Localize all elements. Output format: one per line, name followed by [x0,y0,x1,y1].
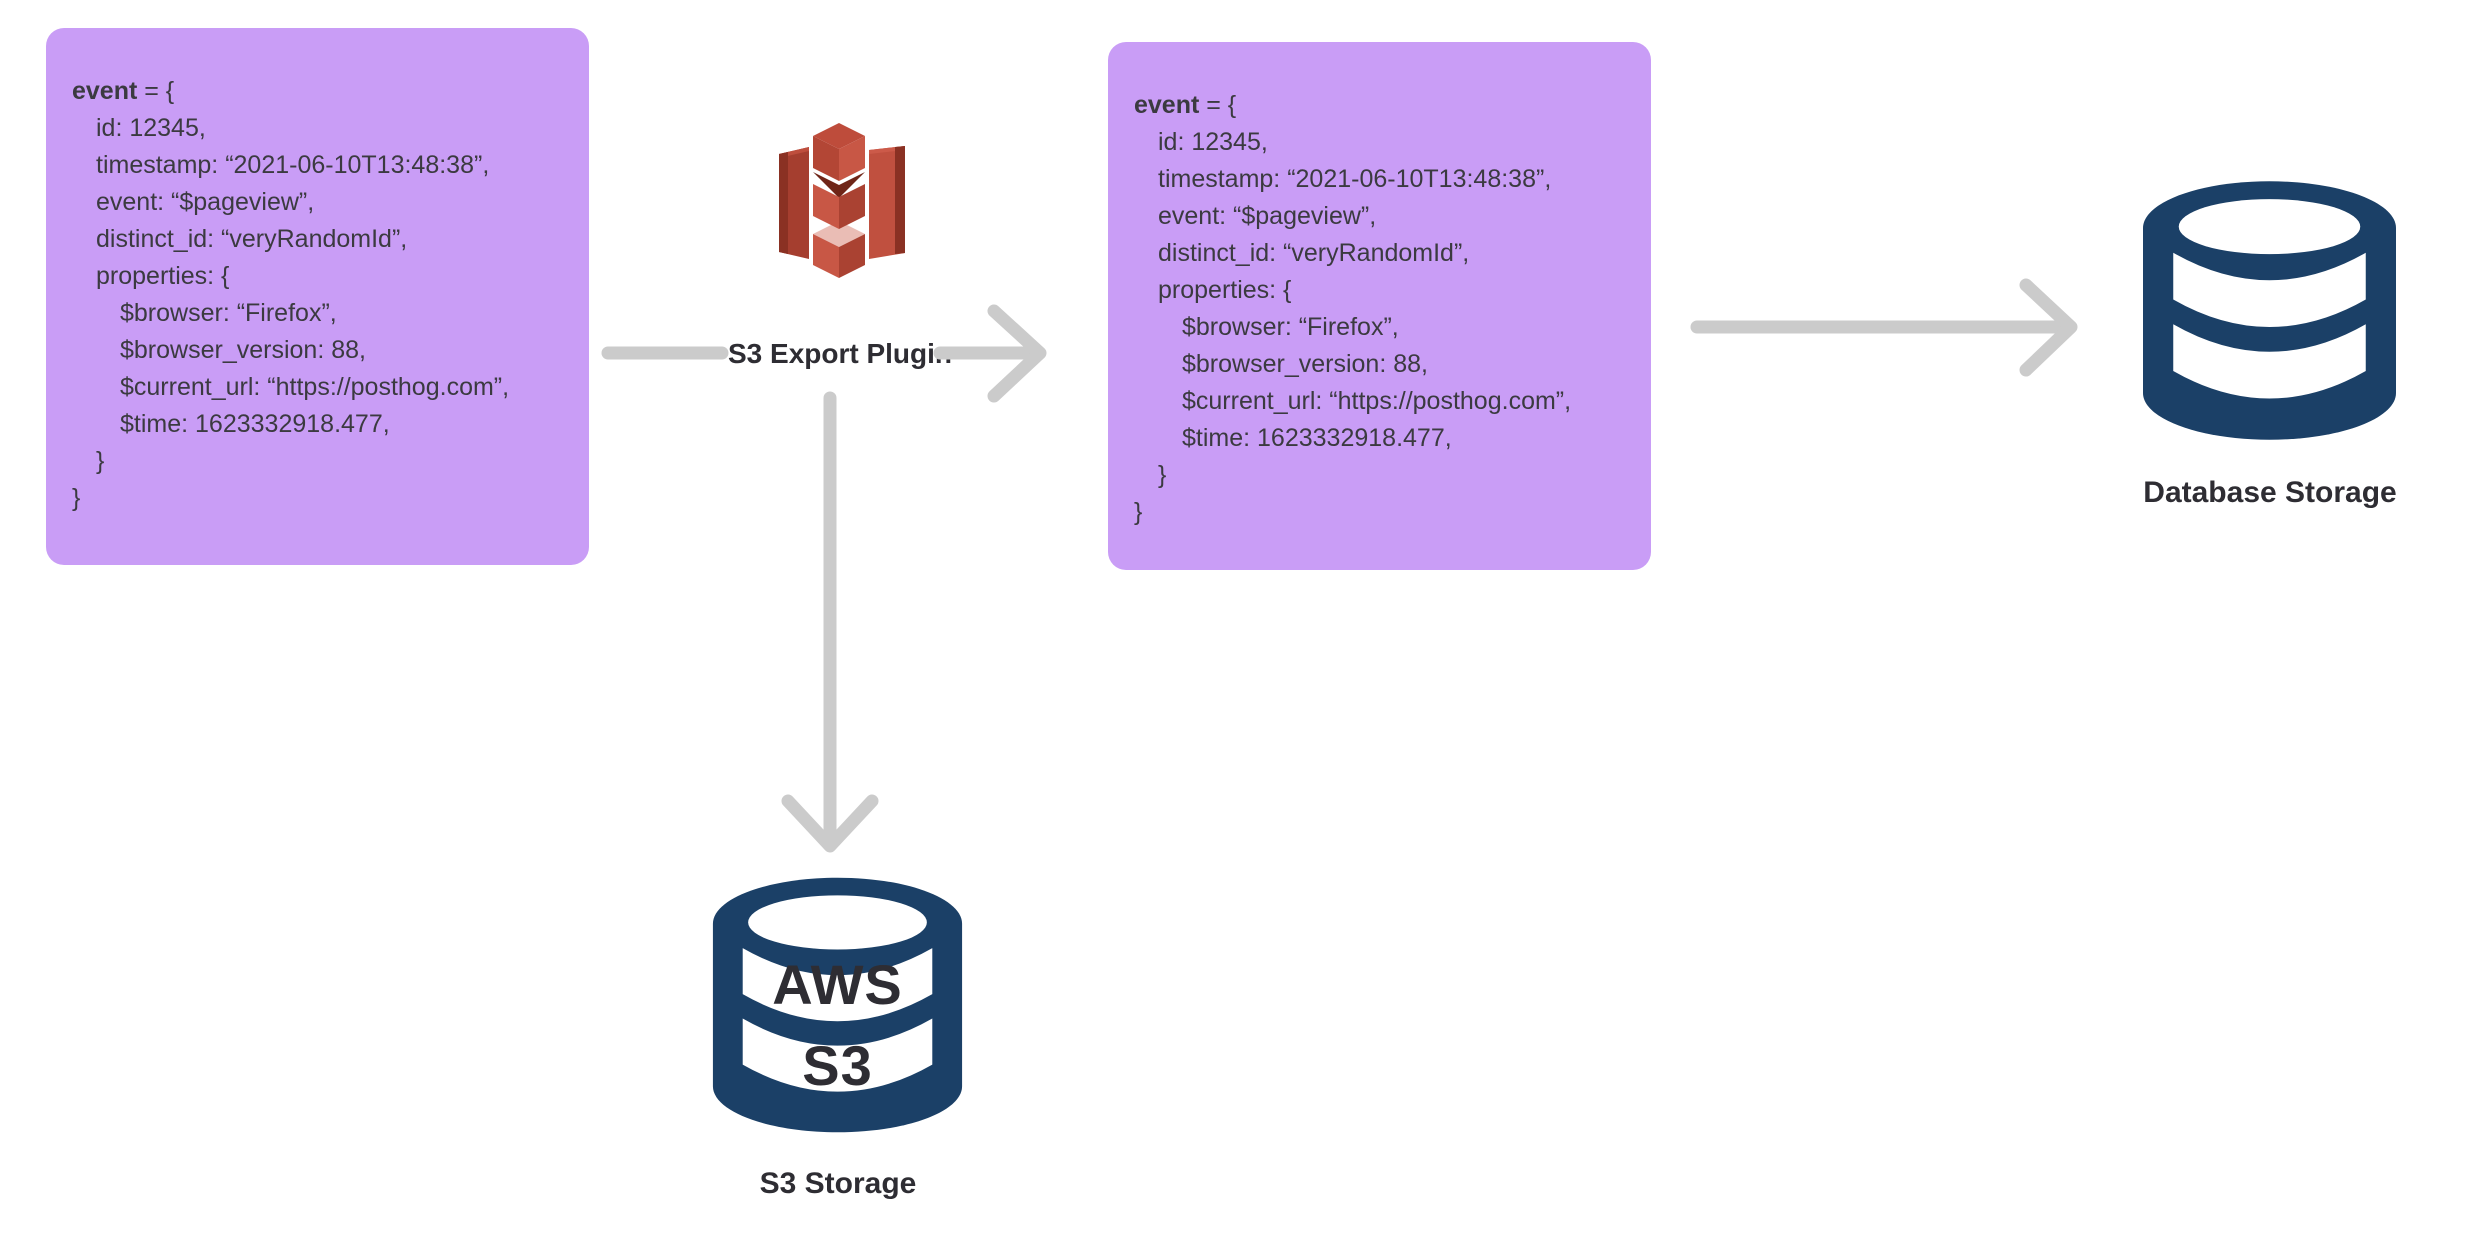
code-line: } [72,484,81,512]
code-line: id: 12345, [96,114,206,142]
s3-right-wall [869,146,905,259]
code-line: $browser: “Firefox”, [120,299,337,327]
s3-cylinder-icon: AWS S3 [698,875,977,1135]
event-payload-card-input: event = { id: 12345, timestamp: “2021-06-1… [46,28,589,565]
code-line: distinct_id: “veryRandomId”, [96,225,408,253]
cylinder-text-s3: S3 [802,1034,873,1097]
code-line: timestamp: “2021-06-10T13:48:38”, [1158,165,1552,193]
code-line: event: “$pageview”, [96,188,315,216]
code-line: event: “$pageview”, [1158,202,1377,230]
code-line: event = { [72,77,175,105]
aws-s3-logo-svg [779,123,905,278]
code-line: $time: 1623332918.477, [1182,424,1452,452]
code-line: } [1134,498,1143,526]
code-line: } [96,447,105,475]
code-line: distinct_id: “veryRandomId”, [1158,239,1470,267]
code-line: $browser: “Firefox”, [1182,313,1399,341]
database-cylinder-svg [2143,181,2396,440]
s3-object-cubes [813,123,865,278]
code-line: properties: { [96,262,230,290]
database-storage-label: Database Storage [2143,476,2397,509]
cylinder-text-aws: AWS [772,953,903,1016]
arrow-plugin-to-s3-storage [781,391,879,853]
s3-cylinder-svg [712,877,963,1133]
arrow-plugin-to-output [933,304,1047,403]
database-cylinder-icon [2132,178,2407,443]
code-line: $current_url: “https://posthog.com”, [120,373,510,401]
s3-storage-label: S3 Storage [759,1167,917,1200]
code-line: $current_url: “https://posthog.com”, [1182,387,1572,415]
code-line: } [1158,461,1167,489]
code-line: $time: 1623332918.477, [120,410,390,438]
code-line: $browser_version: 88, [120,336,366,364]
plugin-label: S3 Export Plugin [727,338,953,369]
event-payload-card-output: event = { id: 12345, timestamp: “2021-06-1… [1108,42,1651,570]
aws-s3-logo-icon [779,120,907,280]
code-line: timestamp: “2021-06-10T13:48:38”, [96,151,490,179]
s3-left-wall [779,147,809,259]
code-line: $browser_version: 88, [1182,350,1428,378]
arrow-output-to-database [1690,278,2078,377]
code-line: id: 12345, [1158,128,1268,156]
code-line: properties: { [1158,276,1292,304]
code-line: event = { [1134,91,1237,119]
